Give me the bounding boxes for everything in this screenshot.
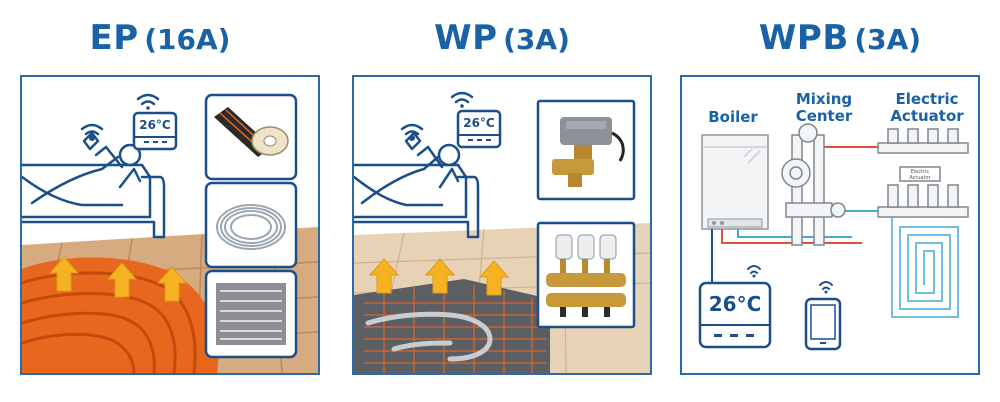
- heat-arrow-icon: [368, 258, 510, 296]
- ep-thermostat-temp: 26°C: [139, 118, 171, 132]
- wpb-thermostat-temp: 26°C: [708, 292, 762, 316]
- wp-panel: 26°C: [352, 75, 652, 375]
- electric-actuator-label-1: Electric: [895, 90, 959, 108]
- ep-title: EP (16A): [20, 18, 300, 62]
- thermostat-icon: [698, 265, 772, 349]
- wpb-title-name: WPB: [758, 18, 849, 58]
- boiler-label: Boiler: [708, 108, 758, 126]
- ep-title-amperage: (16A): [144, 23, 231, 56]
- manifold-actuator-icon: [877, 128, 969, 218]
- thermostat-icon: [450, 91, 502, 149]
- wp-title: WP (3A): [352, 18, 652, 62]
- electric-actuator-label-2: Actuator: [890, 107, 964, 125]
- thermostat-icon: [132, 93, 178, 151]
- heating-film-roll-icon: [204, 93, 298, 181]
- wpb-title: WPB (3A): [690, 18, 990, 62]
- floor-loops: [891, 217, 959, 318]
- mixing-center-label-2: Center: [795, 107, 853, 125]
- wifi-icon: [400, 123, 424, 142]
- ep-panel: 26°C: [20, 75, 320, 375]
- wp-title-name: WP: [434, 18, 498, 58]
- pipe-mat: [354, 279, 550, 373]
- sofa-person-icon: [22, 131, 166, 239]
- wpb-panel: Boiler Mixing Center Electric Actuator E…: [680, 75, 980, 375]
- boiler-icon: [701, 134, 769, 230]
- cable-coil-icon: [204, 181, 298, 269]
- heat-arrow-icon: [48, 256, 188, 302]
- ep-title-name: EP: [89, 18, 139, 58]
- wp-thermostat-temp: 26°C: [463, 116, 495, 130]
- wpb-title-amperage: (3A): [854, 23, 922, 56]
- manifold-actuator-icon: [536, 221, 636, 329]
- sofa-person-icon: [354, 131, 480, 239]
- heating-mat-icon: [204, 269, 298, 359]
- wp-title-amperage: (3A): [503, 23, 570, 56]
- smartphone-icon: [804, 281, 842, 351]
- wifi-icon: [80, 123, 104, 142]
- zone-valve-icon: [536, 99, 636, 201]
- mixing-center-label-1: Mixing: [795, 90, 853, 108]
- mixing-center-icon: [781, 123, 846, 246]
- actuator-small-label: Electric Actuator: [909, 169, 931, 181]
